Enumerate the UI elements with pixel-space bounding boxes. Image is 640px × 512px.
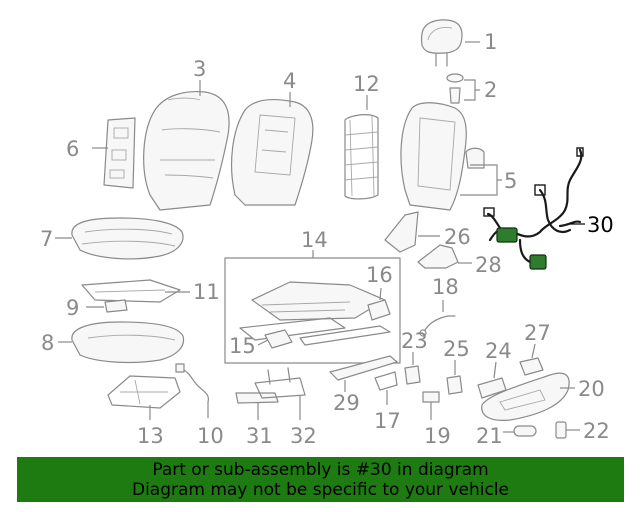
part-bracket-32[interactable] [254,367,306,399]
callout-27[interactable]: 27 [524,321,551,345]
part-trim-29[interactable] [329,355,398,381]
callout-14[interactable]: 14 [301,228,328,252]
part-back-panel[interactable] [103,117,136,189]
callout-1[interactable]: 1 [484,30,497,54]
callout-16[interactable]: 16 [366,263,393,287]
callout-10[interactable]: 10 [197,424,224,448]
part-cushion-cover[interactable] [71,217,184,260]
callout-31[interactable]: 31 [246,424,273,448]
part-seat-back-pad[interactable] [231,99,314,206]
callout-26[interactable]: 26 [444,225,471,249]
part-seat-wiring-harness[interactable] [483,147,584,270]
callout-8[interactable]: 8 [41,331,54,355]
part-cushion-tray[interactable] [107,375,181,409]
part-recliner-motor[interactable] [264,329,293,349]
part-cushion-pad[interactable] [71,321,185,364]
part-switch-25[interactable] [446,375,463,395]
callout-24[interactable]: 24 [485,339,512,363]
part-switch-23[interactable] [404,365,421,385]
seat-parts-diagram: 1 2 3 4 12 5 [40,19,614,448]
part-seat-back-frame[interactable] [400,102,485,211]
callout-23[interactable]: 23 [401,329,428,353]
callout-3[interactable]: 3 [193,57,206,81]
callout-22[interactable]: 22 [583,419,610,443]
callout-5[interactable]: 5 [504,169,517,193]
callout-7[interactable]: 7 [40,227,53,251]
part-bracket-19[interactable] [374,371,398,391]
part-side-shield[interactable] [481,372,570,421]
callout-6[interactable]: 6 [66,137,79,161]
callout-17[interactable]: 20 [578,377,605,401]
part-seat-adjuster-box[interactable] [224,257,401,364]
part-sensor-pad[interactable] [104,299,128,313]
banner-line-2: Diagram may not be specific to your vehi… [131,480,509,500]
callout-12[interactable]: 12 [353,72,380,96]
part-trim-31[interactable] [235,392,279,404]
callout-18[interactable]: 18 [432,275,459,299]
callout-9[interactable]: 9 [66,296,79,320]
part-lumbar-support[interactable] [344,114,379,200]
part-cap-21[interactable] [513,425,537,437]
part-bracket-27[interactable] [519,357,544,376]
callout-19[interactable]: 17 [374,409,401,433]
callout-29[interactable]: 29 [333,391,360,415]
callout-25[interactable]: 25 [443,337,470,361]
part-cover-22[interactable] [555,421,567,439]
part-seat-back-cover[interactable] [143,90,230,211]
callout-21[interactable]: 21 [476,424,503,448]
callout-30[interactable]: 30 [587,213,614,237]
callout-20[interactable]: 19 [424,424,451,448]
info-banner: Part or sub-assembly is #30 in diagram D… [17,457,624,502]
part-height-motor[interactable] [367,299,391,321]
callout-32[interactable]: 32 [290,424,317,448]
part-headrest[interactable] [420,19,463,67]
part-sensor-harness[interactable] [175,363,210,403]
part-headrest-guides[interactable] [446,73,464,104]
callout-2[interactable]: 2 [484,78,497,102]
banner-line-1: Part or sub-assembly is #30 in diagram [152,460,489,480]
part-cushion-heater[interactable] [81,279,181,303]
callout-13[interactable]: 13 [137,424,164,448]
part-bracket-28[interactable] [417,244,459,269]
part-sensor-wire[interactable] [419,315,456,337]
callout-11[interactable]: 11 [193,280,220,304]
part-bracket-26[interactable] [384,211,419,253]
part-clip-20[interactable] [422,391,440,403]
callout-15[interactable]: 15 [229,334,256,358]
callout-4[interactable]: 4 [283,69,296,93]
callout-28[interactable]: 28 [475,253,502,277]
